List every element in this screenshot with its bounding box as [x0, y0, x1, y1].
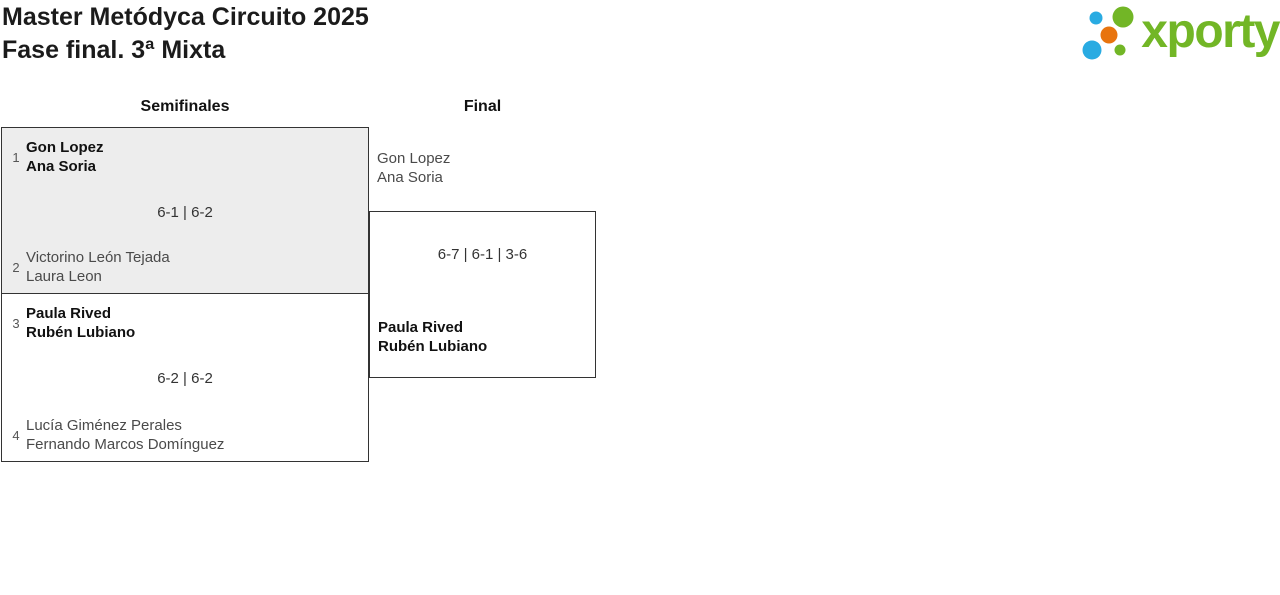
xporty-wordmark: xporty — [1141, 5, 1280, 58]
sf2-team-top-names: Paula Rived Rubén Lubiano — [26, 304, 135, 342]
tournament-subtitle: Fase final. 3ª Mixta — [2, 36, 226, 64]
seed-number: 1 — [12, 149, 20, 165]
player-name: Fernando Marcos Domínguez — [26, 436, 225, 453]
sf1-team-bottom-names: Victorino León Tejada Laura Leon — [26, 248, 170, 286]
sf1-team-top-names: Gon Lopez Ana Soria — [26, 138, 104, 176]
round-header-semifinales: Semifinales — [140, 98, 230, 115]
match-semifinal-1[interactable]: 1 Gon Lopez Ana Soria 6-1 | 6-2 2 Victor… — [1, 127, 369, 294]
match-semifinal-2[interactable]: 3 Paula Rived Rubén Lubiano 6-2 | 6-2 4 … — [1, 293, 369, 462]
sf1-team-top: 1 Gon Lopez Ana Soria — [8, 138, 104, 176]
final-team-bottom-names: Paula Rived Rubén Lubiano — [378, 318, 487, 356]
logo-dot-blue-large — [1082, 40, 1102, 60]
match-final[interactable]: 6-7 | 6-1 | 3-6 Paula Rived Rubén Lubian… — [369, 211, 596, 378]
xporty-dots-icon — [1082, 6, 1134, 60]
seed-number: 3 — [12, 315, 20, 331]
final-team-top-names: Gon Lopez Ana Soria — [377, 149, 450, 187]
tournament-title: Master Metódyca Circuito 2025 — [2, 3, 369, 31]
sf2-team-bottom-names: Lucía Giménez Perales Fernando Marcos Do… — [26, 416, 224, 454]
player-name: Paula Rived — [26, 305, 112, 322]
player-name: Victorino León Tejada — [26, 249, 170, 266]
player-name: Rubén Lubiano — [378, 338, 488, 355]
round-header-final: Final — [463, 98, 502, 115]
player-name: Rubén Lubiano — [26, 324, 136, 341]
logo-dot-orange — [1100, 26, 1118, 44]
logo-dot-green-large — [1112, 6, 1134, 28]
sf1-team-bottom: 2 Victorino León Tejada Laura Leon — [8, 248, 170, 286]
sf2-score: 6-2 | 6-2 — [157, 370, 213, 387]
player-name: Ana Soria — [26, 158, 97, 175]
page-title: Master Metódyca Circuito 2025 Fase final… — [2, 1, 369, 67]
player-name: Paula Rived — [378, 319, 464, 336]
sf2-team-bottom: 4 Lucía Giménez Perales Fernando Marcos … — [8, 416, 224, 454]
logo-dot-blue-small — [1089, 11, 1103, 25]
player-name: Gon Lopez — [26, 139, 104, 156]
player-name: Ana Soria — [377, 169, 443, 186]
seed-number: 2 — [12, 259, 20, 275]
final-score: 6-7 | 6-1 | 3-6 — [437, 246, 528, 263]
player-name: Gon Lopez — [377, 150, 451, 167]
player-name: Laura Leon — [26, 268, 102, 285]
player-name: Lucía Giménez Perales — [26, 417, 182, 434]
logo-dot-green-small — [1114, 44, 1126, 56]
seed-number: 4 — [12, 427, 20, 443]
sf2-team-top: 3 Paula Rived Rubén Lubiano — [8, 304, 135, 342]
sf1-score: 6-1 | 6-2 — [157, 204, 213, 221]
xporty-logo[interactable]: xporty — [1082, 5, 1280, 63]
